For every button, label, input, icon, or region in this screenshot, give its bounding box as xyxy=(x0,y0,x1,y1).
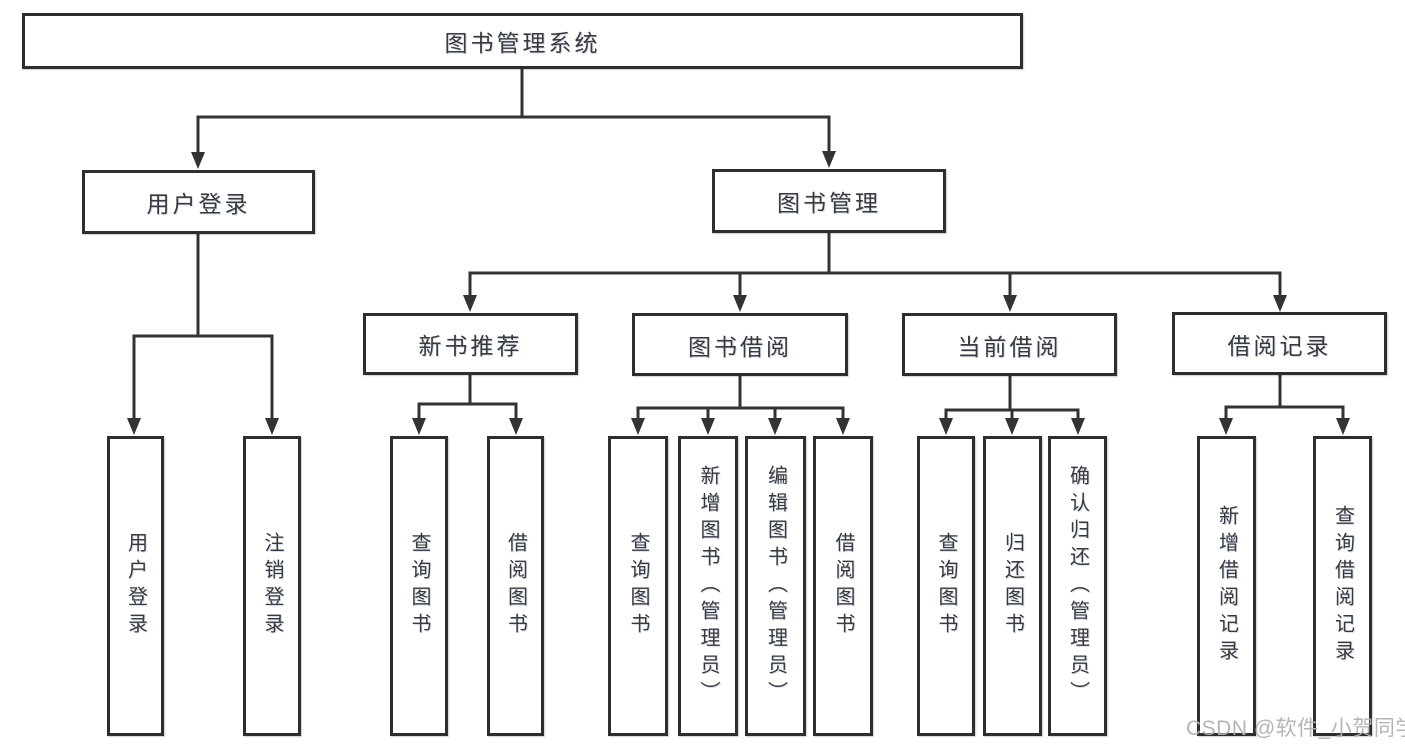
node-book-mgmt: 图书管理 xyxy=(712,169,946,233)
node-root: 图书管理系统 xyxy=(22,13,1023,69)
node-new-books: 新书推荐 xyxy=(363,313,578,375)
node-new-books-label: 新书推荐 xyxy=(418,333,523,359)
node-bb-borrow-books-label: 借阅图书 xyxy=(832,532,854,640)
node-current-borrow: 当前借阅 xyxy=(902,313,1117,376)
node-bb-edit-book-admin: 编辑图书（管理员） xyxy=(745,436,806,736)
node-book-borrow-label: 图书借阅 xyxy=(688,333,792,360)
node-cb-query-books-label: 查询图书 xyxy=(935,532,957,640)
node-bb-add-book-admin-label: 新增图书（管理员） xyxy=(697,464,719,708)
node-bb-query-books-label: 查询图书 xyxy=(627,532,649,640)
node-bb-borrow-books: 借阅图书 xyxy=(813,436,873,736)
node-nb-query-books-label: 查询图书 xyxy=(408,532,430,640)
node-cb-query-books: 查询图书 xyxy=(917,436,975,736)
node-br-add-record: 新增借阅记录 xyxy=(1197,436,1256,736)
csdn-watermark: CSDN @软件_小贺同学 xyxy=(1186,717,1405,740)
node-cb-confirm-return-admin: 确认归还（管理员） xyxy=(1048,436,1107,736)
node-ul-user-login-label: 用户登录 xyxy=(124,532,147,640)
node-br-add-record-label: 新增借阅记录 xyxy=(1215,505,1238,667)
node-current-borrow-label: 当前借阅 xyxy=(957,333,1062,360)
node-cb-confirm-return-admin-label: 确认归还（管理员） xyxy=(1066,464,1089,708)
node-root-label: 图书管理系统 xyxy=(444,30,601,56)
node-ul-logout: 注销登录 xyxy=(243,436,301,736)
node-user-login-label: 用户登录 xyxy=(146,191,251,217)
node-br-query-record: 查询借阅记录 xyxy=(1313,436,1372,736)
node-nb-query-books: 查询图书 xyxy=(390,436,448,736)
node-cb-return-books-label: 归还图书 xyxy=(1001,532,1024,640)
node-book-mgmt-label: 图书管理 xyxy=(777,190,881,216)
node-borrow-records: 借阅记录 xyxy=(1172,312,1387,375)
node-bb-edit-book-admin-label: 编辑图书（管理员） xyxy=(764,464,787,708)
node-nb-borrow-books-label: 借阅图书 xyxy=(504,532,527,640)
node-borrow-records-label: 借阅记录 xyxy=(1227,332,1332,359)
node-bb-add-book-admin: 新增图书（管理员） xyxy=(678,436,738,736)
node-bb-query-books: 查询图书 xyxy=(608,436,668,736)
node-book-borrow: 图书借阅 xyxy=(632,313,848,376)
node-cb-return-books: 归还图书 xyxy=(983,436,1042,736)
node-user-login: 用户登录 xyxy=(82,170,315,234)
node-ul-logout-label: 注销登录 xyxy=(261,532,283,640)
node-nb-borrow-books: 借阅图书 xyxy=(487,436,544,736)
node-ul-user-login: 用户登录 xyxy=(107,436,164,736)
node-br-query-record-label: 查询借阅记录 xyxy=(1331,505,1354,667)
